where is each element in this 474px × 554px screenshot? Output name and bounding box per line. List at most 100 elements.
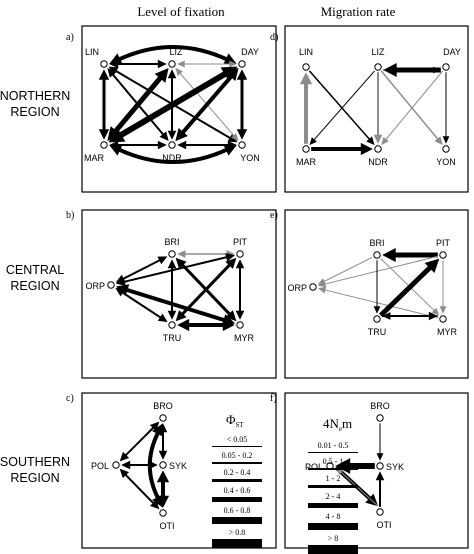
- panel-b-frame: [81, 209, 277, 379]
- edge-lin-liz-arrowtail: [109, 59, 119, 69]
- node-pol: [112, 461, 120, 469]
- edge-lin-ndr: [308, 70, 371, 141]
- node-liz-label: LIZ: [169, 47, 183, 57]
- node-tru-label: TRU: [163, 333, 182, 343]
- edge-day-ndr: [180, 73, 234, 136]
- edge-pit-tru-arrowhead: [175, 310, 187, 322]
- node-liz-label: LIZ: [371, 47, 385, 57]
- node-day: [238, 60, 246, 68]
- panel-e-frame: [284, 209, 469, 379]
- edge-ndr-yon-arrowtail: [177, 140, 187, 150]
- edge-orp-myr: [124, 287, 227, 323]
- edge-lin-yon-arrowtail: [108, 66, 119, 75]
- edge-liz-yon-arrowhead: [434, 136, 443, 145]
- edge-bri-myr: [380, 258, 436, 312]
- edge-pit-orp-arrowhead: [116, 277, 126, 286]
- node-myr-label: MYR: [234, 333, 255, 343]
- panel-a-frame: [81, 25, 277, 193]
- node-day: [442, 63, 450, 71]
- edge-pit-bri-arrowhead: [382, 248, 396, 262]
- edge-lin-ndr-arrowhead: [366, 136, 375, 146]
- node-pit: [236, 250, 244, 258]
- node-liz: [168, 60, 176, 68]
- edge-pit-orp: [323, 255, 439, 285]
- node-orp-label: ORP: [85, 281, 105, 291]
- northern-region-label: NORTHERN REGION: [0, 89, 70, 119]
- node-oti: [376, 508, 384, 516]
- node-orp-label: ORP: [287, 283, 307, 293]
- edge-myr-tru-arrowhead: [382, 312, 391, 320]
- edge-mar-yon: [117, 147, 229, 164]
- legend-title: ΦST: [226, 412, 244, 429]
- panel-e-edges: [317, 248, 447, 321]
- edge-tru-myr-arrowhead: [222, 318, 235, 332]
- edge-myr-orp-arrowhead: [318, 286, 327, 294]
- panel-a-letter: a): [66, 32, 74, 43]
- node-tru: [373, 315, 381, 323]
- node-bro: [376, 414, 384, 422]
- panel-f-frame: [284, 392, 469, 549]
- edge-day-yon-arrowhead: [442, 136, 450, 144]
- edge-pit-myr-arrowtail: [235, 259, 245, 269]
- northern-region-line1: NORTHERN: [0, 89, 70, 103]
- node-lin-label: LIN: [85, 47, 99, 57]
- edge-bri-orp: [322, 256, 373, 283]
- edge-orp-tru-arrowhead: [157, 313, 168, 323]
- edge-bri-myr-arrowtail: [175, 257, 187, 269]
- edge-pol-syk-arrowtail: [121, 460, 131, 470]
- edge-bri-myr-arrowhead: [431, 307, 440, 316]
- node-syk: [376, 462, 384, 470]
- node-oti: [159, 509, 167, 517]
- edge-pol-syk-arrowhead: [148, 460, 158, 470]
- panel-d-frame: [284, 25, 469, 193]
- edge-bri-tru-arrowhead: [167, 310, 177, 320]
- panel-f-edges: [334, 423, 385, 507]
- node-bri-label: BRI: [369, 238, 384, 248]
- edge-mar-ndr-arrowhead: [157, 140, 167, 150]
- legend-item-label: 4 - 8: [326, 512, 341, 521]
- node-lin: [100, 60, 108, 68]
- panel-f-letter: f): [270, 393, 277, 404]
- edge-liz-day-arrowhead: [229, 60, 237, 68]
- edge-lin-ndr-arrowtail: [107, 67, 117, 78]
- node-mar: [302, 145, 310, 153]
- edge-oti-pol: [339, 471, 379, 507]
- edge-bro-syk-arrowhead: [158, 450, 168, 460]
- node-tru: [168, 321, 176, 329]
- legend-item-label: 0.2 - 0.4: [224, 468, 251, 477]
- left-column-title: Level of fixation: [137, 4, 225, 19]
- node-pit-label: PIT: [233, 237, 248, 247]
- panel-d-edges: [299, 63, 450, 156]
- edge-orp-tru: [120, 290, 163, 320]
- edge-liz-yon-arrowtail: [175, 67, 183, 76]
- edge-bro-pol-arrowhead: [119, 451, 130, 462]
- node-syk-label: SYK: [386, 462, 404, 472]
- node-liz: [374, 63, 382, 71]
- edge-syk-oti-arrowhead: [156, 495, 170, 508]
- node-myr: [439, 315, 447, 323]
- legend-item-label: 0.05 - 0.2: [222, 451, 253, 460]
- edge-day-ndr-arrowtail: [226, 67, 239, 82]
- edge-lin-day: [117, 45, 229, 62]
- edge-pol-oti: [123, 473, 156, 505]
- edge-tru-myr-arrowtail: [177, 318, 190, 332]
- edge-day-yon-arrowhead: [236, 129, 248, 140]
- node-lin: [302, 63, 310, 71]
- node-lin-label: LIN: [299, 47, 313, 57]
- edge-lin-mar-arrowtail: [98, 69, 110, 80]
- edge-bri-orp-arrowtail: [157, 256, 168, 265]
- edge-day-mar: [117, 70, 229, 139]
- node-bro-label: BRO: [370, 401, 390, 411]
- legend-item-label: 1 - 2: [326, 474, 341, 483]
- edge-pit-orp-arrowhead: [318, 280, 327, 288]
- node-tru-label: TRU: [368, 327, 387, 337]
